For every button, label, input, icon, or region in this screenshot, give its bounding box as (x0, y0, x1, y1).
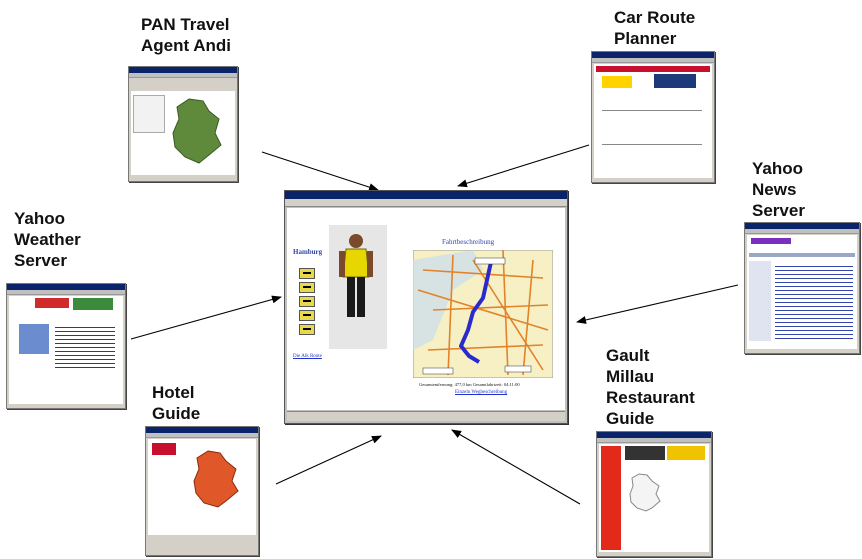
arrow-pan-travel (261, 151, 379, 191)
arrow-yahoo-weather (130, 295, 282, 340)
link-directions[interactable]: Einzeln Wegbeschreibung (455, 390, 508, 395)
label-line: Yahoo (14, 209, 66, 228)
label-line: Weather (14, 230, 81, 249)
label-line: Server (752, 201, 805, 220)
label-hotel-guide: Hotel Guide (152, 382, 200, 424)
label-line: PAN Travel (141, 15, 230, 34)
label-line: Planner (614, 29, 677, 48)
arrow-car-route (457, 144, 590, 188)
label-car-route: Car Route Planner (614, 7, 695, 49)
city-name: Hamburg (293, 248, 323, 256)
status-bar (287, 411, 565, 421)
label-line: Restaurant (606, 388, 695, 407)
screenshot-pan-travel (128, 66, 238, 182)
arrow-yahoo-news (576, 284, 739, 324)
label-line: Gault (606, 346, 650, 365)
route-map (413, 250, 553, 378)
nav-button-1[interactable] (299, 268, 315, 279)
screenshot-gault-millau (596, 431, 712, 557)
main-window-titlebar (285, 191, 567, 199)
label-line: Guide (152, 404, 201, 423)
label-line: Server (14, 251, 67, 270)
screenshot-yahoo-news (744, 222, 860, 354)
link-alk-route[interactable]: Die Alk Route (293, 354, 322, 359)
germany-map-icon (172, 98, 222, 164)
map-title: Fahrtbeschreibung (442, 238, 495, 246)
label-yahoo-weather: Yahoo Weather Server (14, 208, 81, 271)
label-line: Car Route (614, 8, 696, 27)
route-summary: Gesamtentfernung: 477,0 km Gesamtfahrtze… (419, 382, 520, 387)
label-line: News (752, 180, 797, 199)
germany-map-icon (629, 473, 661, 512)
screenshot-hotel-guide (145, 426, 259, 556)
label-line: Yahoo (752, 159, 804, 178)
agent-figure-icon (339, 234, 373, 317)
main-window: Hamburg Fahrtbeschreibung Die Alk Route … (284, 190, 568, 424)
label-line: Millau (606, 367, 655, 386)
label-yahoo-news: Yahoo News Server (752, 158, 805, 221)
nav-button-3[interactable] (299, 296, 315, 307)
agent-panel (329, 225, 387, 349)
nav-button-5[interactable] (299, 324, 315, 335)
main-window-menubar (285, 199, 567, 207)
label-line: Agent Andi (141, 36, 232, 55)
main-window-content: Hamburg Fahrtbeschreibung Die Alk Route … (287, 208, 565, 410)
arrow-gault-millau (451, 429, 581, 505)
label-gault-millau: Gault Millau Restaurant Guide (606, 345, 695, 429)
arrow-hotel-guide (275, 435, 382, 485)
screenshot-car-route (591, 51, 715, 183)
label-line: Guide (606, 409, 655, 428)
germany-map-icon (193, 450, 239, 508)
screenshot-yahoo-weather (6, 283, 126, 409)
label-pan-travel: PAN Travel Agent Andi (141, 14, 231, 56)
nav-button-2[interactable] (299, 282, 315, 293)
roads (417, 250, 549, 376)
nav-button-4[interactable] (299, 310, 315, 321)
route-line (459, 261, 493, 364)
label-line: Hotel (152, 383, 195, 402)
